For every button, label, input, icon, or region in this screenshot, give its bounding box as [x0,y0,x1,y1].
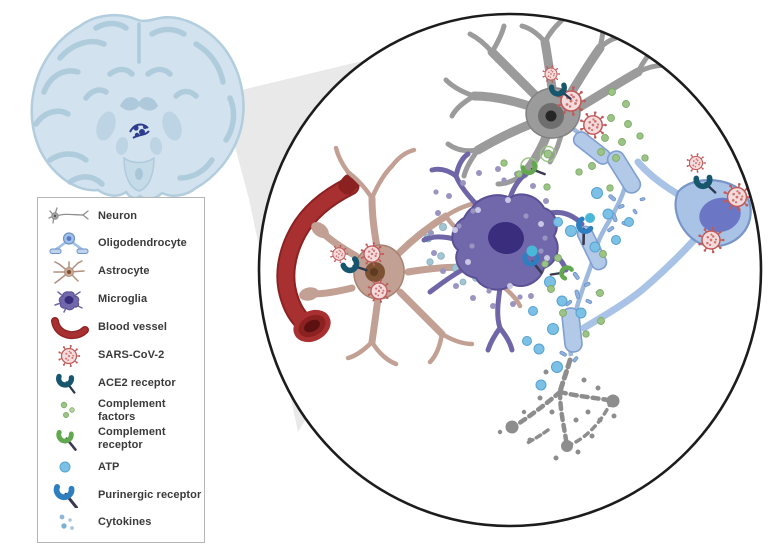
legend-item: Complement receptor [40,426,202,452]
legend-item-label: Blood vessel [98,321,168,334]
astrocyte-endfoot [311,221,329,239]
legend-item: Complement factors [40,398,202,424]
atp-molecule [526,245,538,257]
legend-item-label: ACE2 receptor [98,376,176,389]
lesion-site [129,123,150,139]
legend-item: SARS-CoV-2 [40,343,202,369]
legend-item-label: Neuron [98,209,138,222]
legend-item: Purinergic receptor [40,482,202,508]
legend-item-label: Complement receptor [98,426,166,452]
astrocyte-icon [53,260,85,284]
microglia-icon [54,290,83,313]
legend-item-label: Purinergic receptor [98,488,202,501]
legend-item-label: Microglia [98,293,148,306]
complement-factor-dots [500,88,649,338]
microglia-nucleus [488,221,524,255]
legend-item-label: ATP [98,460,120,473]
microglia-membrane-bumps [452,197,550,289]
legend-item: ACE2 receptor [40,370,202,396]
microglia-cell [421,145,595,353]
brain-ventricles [120,97,158,111]
degenerating-axon-terminals [497,357,620,461]
ace2-receptor-icon [47,370,91,396]
cytokines-icon [59,514,74,530]
legend-item-label: Cytokines [98,516,152,529]
legend-item-label: Oligodendrocyte [98,237,187,250]
legend: Neuron Oligodendrocyte Astrocyte [37,197,205,543]
cytokine-dots [428,166,549,309]
legend-item: Cytokines [40,510,202,536]
myelinated-axon [559,131,646,363]
complement-receptor-icon [47,426,91,452]
legend-item: Blood vessel [40,315,202,341]
legend-item-label: SARS-CoV-2 [98,349,165,362]
legend-item: Astrocyte [40,259,202,285]
vessel-open-lumen [293,309,331,343]
legend-item: ATP [40,454,202,480]
axon-terminal-boutons [497,369,620,461]
legend-item: Oligodendrocyte [40,231,202,257]
atp-molecule [585,213,595,223]
oligodendrocyte-cell [580,152,753,332]
magnified-scene [276,17,753,461]
astrocyte-endfoot [299,287,319,301]
sars-cov-2-icon [57,343,81,368]
neuron-icon [48,207,89,224]
damaged-myelin-debris [559,194,646,363]
atp-dots [522,187,634,391]
legend-item: Microglia [40,287,202,313]
oligodendrocyte-icon [49,232,89,254]
blood-vessel-icon [51,316,89,339]
brain-deep-structures [96,111,182,155]
oligodendrocyte-nucleus [699,197,741,233]
brain-illustration [30,13,245,201]
atp-icon [59,461,71,473]
brain-gyri [33,20,237,187]
legend-item-label: Astrocyte [98,265,150,278]
purinergic-receptor-icon [47,482,91,508]
magnifier-circle-outline [257,12,763,528]
blood-vessel [276,174,360,343]
legend-item-label: Complement factors [98,398,166,424]
complement-factors-icon [60,402,75,419]
legend-item: Neuron [40,203,202,229]
